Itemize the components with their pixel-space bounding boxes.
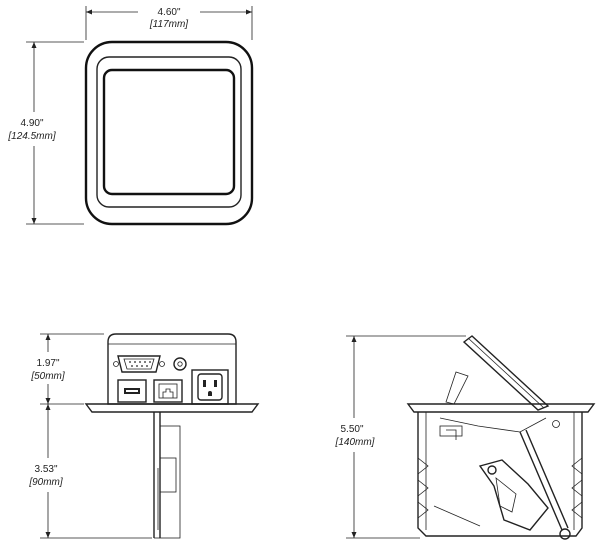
audio-jack-icon (173, 357, 187, 371)
top-height-mm: [124.5mm] (7, 131, 55, 142)
hdmi-port-icon (117, 379, 147, 403)
front-view-flange (84, 403, 260, 413)
power-outlet-icon (191, 369, 229, 405)
top-height-inches: 4.90" (20, 118, 43, 129)
side-view-flange (406, 403, 596, 413)
side-view-lid (445, 335, 550, 411)
front-upper-inches: 1.97" (36, 358, 59, 369)
top-view-outer-flange (84, 40, 254, 226)
top-width-inches: 4.60" (157, 7, 180, 18)
top-view: 4.60" [117mm] 4.90" [124.5mm] (7, 6, 254, 226)
front-view-housing (107, 333, 237, 405)
side-height-mm: [140mm] (335, 437, 375, 448)
network-port-icon (153, 379, 183, 403)
vga-connector-icon (113, 355, 165, 373)
side-view: 5.50" [140mm] (335, 335, 596, 540)
front-upper-mm: [50mm] (30, 371, 65, 382)
side-height-inches: 5.50" (340, 424, 363, 435)
front-lower-mm: [90mm] (28, 477, 63, 488)
top-width-mm: [117mm] (149, 19, 188, 30)
top-view-inner-bezel (96, 56, 242, 208)
top-view-lid (102, 68, 236, 196)
front-lower-inches: 3.53" (34, 464, 57, 475)
front-view: 1.97" [50mm] 3.53" [90mm] (28, 333, 260, 539)
side-view-mechanism (478, 420, 571, 540)
front-view-bracket (153, 412, 181, 539)
side-view-housing (417, 412, 583, 537)
